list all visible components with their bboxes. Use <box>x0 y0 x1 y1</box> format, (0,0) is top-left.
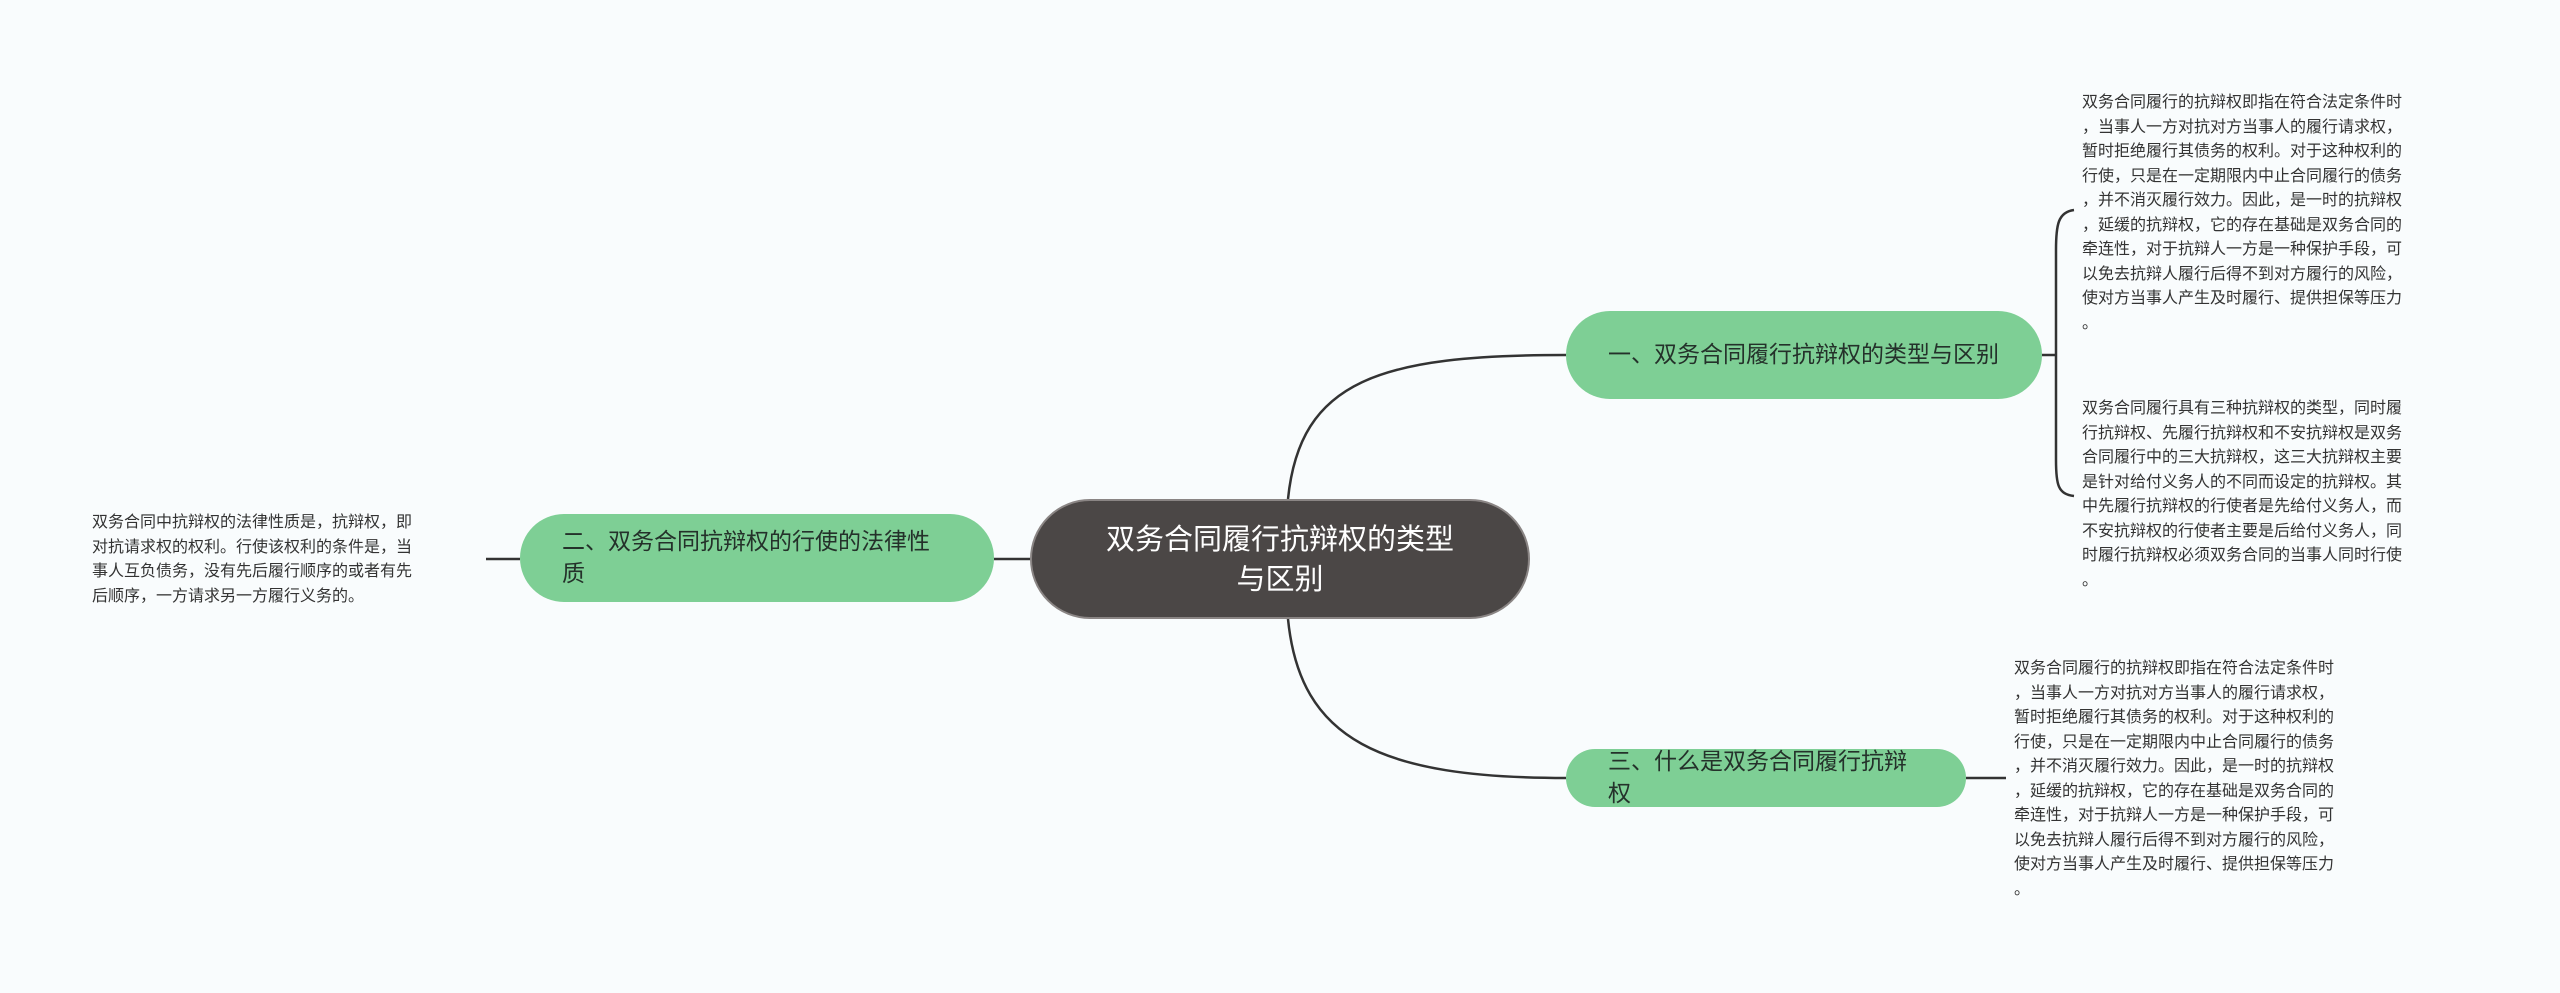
branch-label: 一、双务合同履行抗辩权的类型与区别 <box>1608 342 1999 368</box>
branch-node-definition[interactable]: 三、什么是双务合同履行抗辩权 <box>1566 749 1966 807</box>
leaf-text-three-types: 双务合同履行具有三种抗辩权的类型，同时履 行抗辩权、先履行抗辩权和不安抗辩权是双… <box>2082 398 2403 589</box>
leaf-text-what-is: 双务合同履行的抗辩权即指在符合法定条件时 ，当事人一方对抗对方当事人的履行请求权… <box>2014 658 2335 898</box>
branch-label: 二、双务合同抗辩权的行使的法律性质 <box>562 529 930 587</box>
branch-node-types-and-differences[interactable]: 一、双务合同履行抗辩权的类型与区别 <box>1566 311 2042 399</box>
root-node[interactable]: 双务合同履行抗辩权的类型与区别 <box>1030 499 1530 619</box>
branch-label: 三、什么是双务合同履行抗辩权 <box>1608 749 1907 807</box>
connector-root-branch1 <box>1286 353 1567 500</box>
leaf-text-definition: 双务合同履行的抗辩权即指在符合法定条件时 ，当事人一方对抗对方当事人的履行请求权… <box>2082 92 2403 332</box>
root-label: 双务合同履行抗辩权的类型与区别 <box>1105 522 1454 596</box>
leaf-text-legal-nature: 双务合同中抗辩权的法律性质是，抗辩权，即 对抗请求权的权利。行使该权利的条件是，… <box>92 512 413 605</box>
connector-root-branch3 <box>1286 618 1567 780</box>
bracket-branch1 <box>2054 208 2075 498</box>
branch-node-legal-nature[interactable]: 二、双务合同抗辩权的行使的法律性质 <box>520 514 994 602</box>
